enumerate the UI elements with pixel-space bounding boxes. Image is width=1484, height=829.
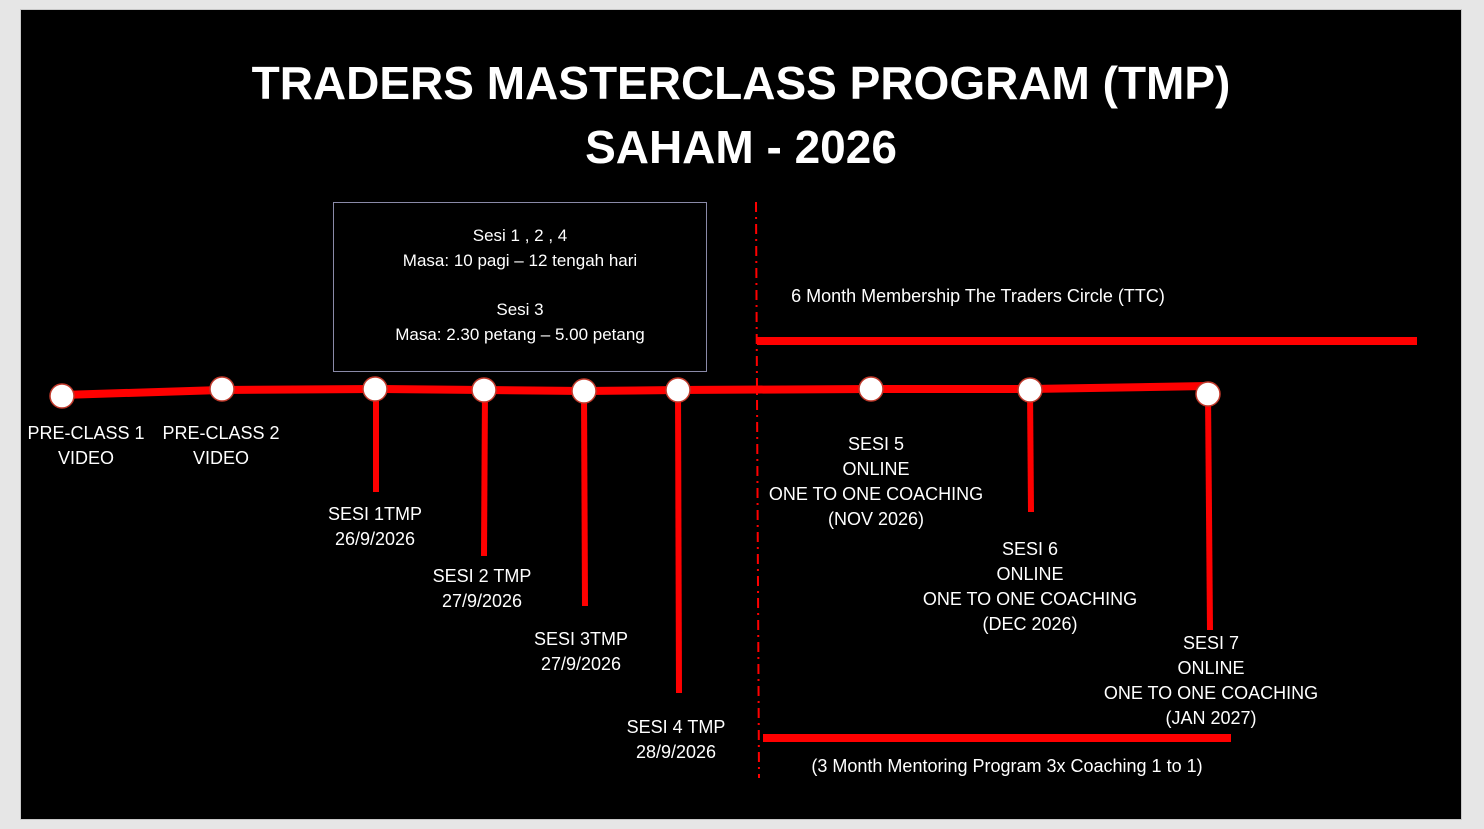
page-title: TRADERS MASTERCLASS PROGRAM (TMP) xyxy=(251,57,1231,109)
slide-canvas: TRADERS MASTERCLASS PROGRAM (TMP) SAHAM … xyxy=(20,9,1462,820)
session-group-2-time: Masa: 2.30 petang – 5.00 petang xyxy=(395,325,645,344)
membership-label: 6 Month Membership The Traders Circle (T… xyxy=(791,286,1165,306)
sesi3-stem xyxy=(581,390,588,607)
milestone-label-preclass2: PRE-CLASS 2 VIDEO xyxy=(162,423,280,468)
timeline-node-sesi1 xyxy=(362,376,388,402)
sesi4-stem xyxy=(675,389,682,694)
session-group-1-time: Masa: 10 pagi – 12 tengah hari xyxy=(402,251,638,270)
timeline-node-sesi2 xyxy=(471,377,497,403)
milestone-label-sesi1: SESI 1TMP 26/9/2026 xyxy=(327,504,423,549)
milestone-label-sesi2: SESI 2 TMP 27/9/2026 xyxy=(432,566,532,611)
sesi2-stem xyxy=(481,389,488,557)
session-group-2-label: Sesi 3 xyxy=(496,300,544,319)
milestone-label-sesi5: SESI 5 ONLINE ONE TO ONE COACHING (NOV 2… xyxy=(768,434,984,529)
timeline-node-sesi4 xyxy=(665,377,691,403)
timeline-graphic xyxy=(49,201,1417,779)
timeline-node-sesi5 xyxy=(858,376,884,402)
milestone-label-sesi4: SESI 4 TMP 28/9/2026 xyxy=(626,717,726,762)
sesi7-stem xyxy=(1205,393,1213,631)
mentoring-label: (3 Month Mentoring Program 3x Coaching 1… xyxy=(811,756,1203,776)
timeline-node-sesi3 xyxy=(571,378,597,404)
milestone-label-sesi3: SESI 3TMP 27/9/2026 xyxy=(533,629,629,674)
phase-divider-line xyxy=(755,201,760,779)
timeline-node-sesi6 xyxy=(1017,377,1043,403)
sesi6-stem xyxy=(1027,388,1034,513)
session-times-box: Sesi 1 , 2 , 4 Masa: 10 pagi – 12 tengah… xyxy=(333,202,707,372)
timeline-node-preclass2 xyxy=(209,376,235,402)
milestone-label-preclass1: PRE-CLASS 1 VIDEO xyxy=(27,423,145,468)
session-group-1-label: Sesi 1 , 2 , 4 xyxy=(472,226,568,245)
timeline-nodes xyxy=(49,376,1221,409)
timeline-node-sesi7 xyxy=(1195,381,1221,407)
page-subtitle: SAHAM - 2026 xyxy=(585,121,897,173)
milestone-label-sesi6: SESI 6 ONLINE ONE TO ONE COACHING (DEC 2… xyxy=(922,539,1138,634)
timeline-node-preclass1 xyxy=(49,383,75,409)
milestone-label-sesi7: SESI 7 ONLINE ONE TO ONE COACHING (JAN 2… xyxy=(1103,633,1319,728)
